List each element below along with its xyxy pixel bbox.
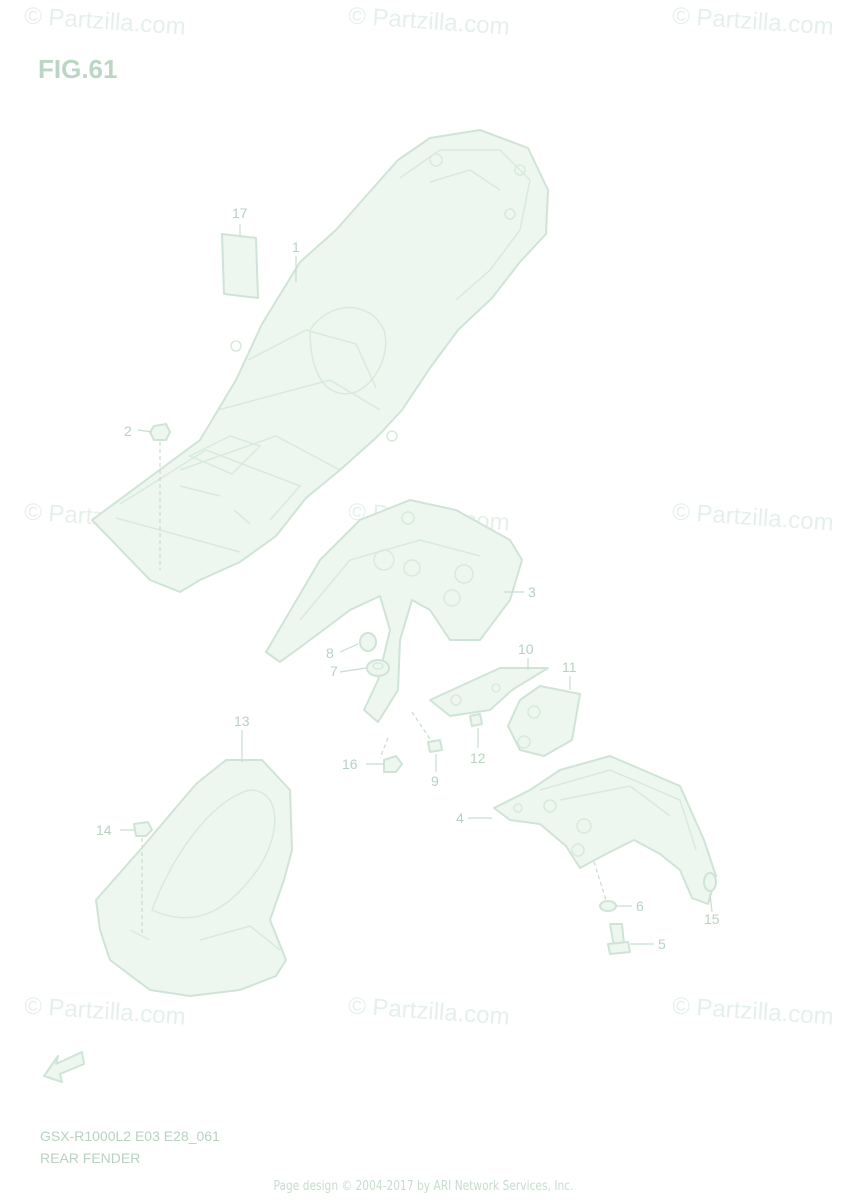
part-13-rear-hugger[interactable] — [95, 759, 293, 997]
part-11-license-bracket[interactable] — [507, 685, 581, 757]
part-14-bolt[interactable] — [133, 821, 153, 936]
part-7-cushion[interactable] — [366, 659, 390, 677]
callout-2: 2 — [124, 423, 132, 439]
part-16-nut[interactable] — [379, 737, 403, 773]
callout-3: 3 — [528, 584, 536, 600]
part-8-grommet[interactable] — [359, 632, 377, 652]
callout-10: 10 — [518, 641, 534, 657]
copyright-footer: Page design © 2004-2017 by ARI Network S… — [273, 1179, 574, 1194]
callout-4: 4 — [456, 810, 464, 826]
callout-7: 7 — [330, 663, 338, 679]
callout-13: 13 — [234, 713, 250, 729]
part-17-label[interactable] — [221, 233, 259, 299]
callout-6: 6 — [636, 898, 644, 914]
part-6-washer[interactable] — [593, 861, 617, 912]
part-5-bolt[interactable] — [607, 923, 631, 955]
callout-17: 17 — [232, 205, 248, 221]
model-code: GSX-R1000L2 E03 E28_061 — [40, 1128, 220, 1144]
part-1-rear-fender-body[interactable] — [91, 129, 549, 593]
callout-1: 1 — [292, 239, 300, 255]
figure-name: REAR FENDER — [40, 1150, 141, 1166]
front-direction-arrow-icon — [43, 1051, 85, 1083]
callout-16: 16 — [342, 756, 358, 772]
part-4-tail-mount[interactable] — [493, 755, 717, 905]
part-9-screw[interactable] — [411, 711, 443, 753]
callout-12: 12 — [470, 750, 486, 766]
callout-15: 15 — [704, 911, 720, 927]
part-2-bolt[interactable] — [149, 423, 171, 570]
callout-5: 5 — [658, 936, 666, 952]
part-10-bracket[interactable] — [429, 667, 549, 717]
part-12-screw[interactable] — [469, 713, 483, 727]
figure-title: FIG.61 — [38, 54, 118, 84]
part-15-damper[interactable] — [703, 872, 717, 892]
callout-9: 9 — [431, 773, 439, 789]
callout-11: 11 — [562, 659, 577, 675]
part-3-lower-cover[interactable] — [265, 499, 523, 723]
callout-8: 8 — [326, 645, 334, 661]
callout-14: 14 — [96, 822, 112, 838]
